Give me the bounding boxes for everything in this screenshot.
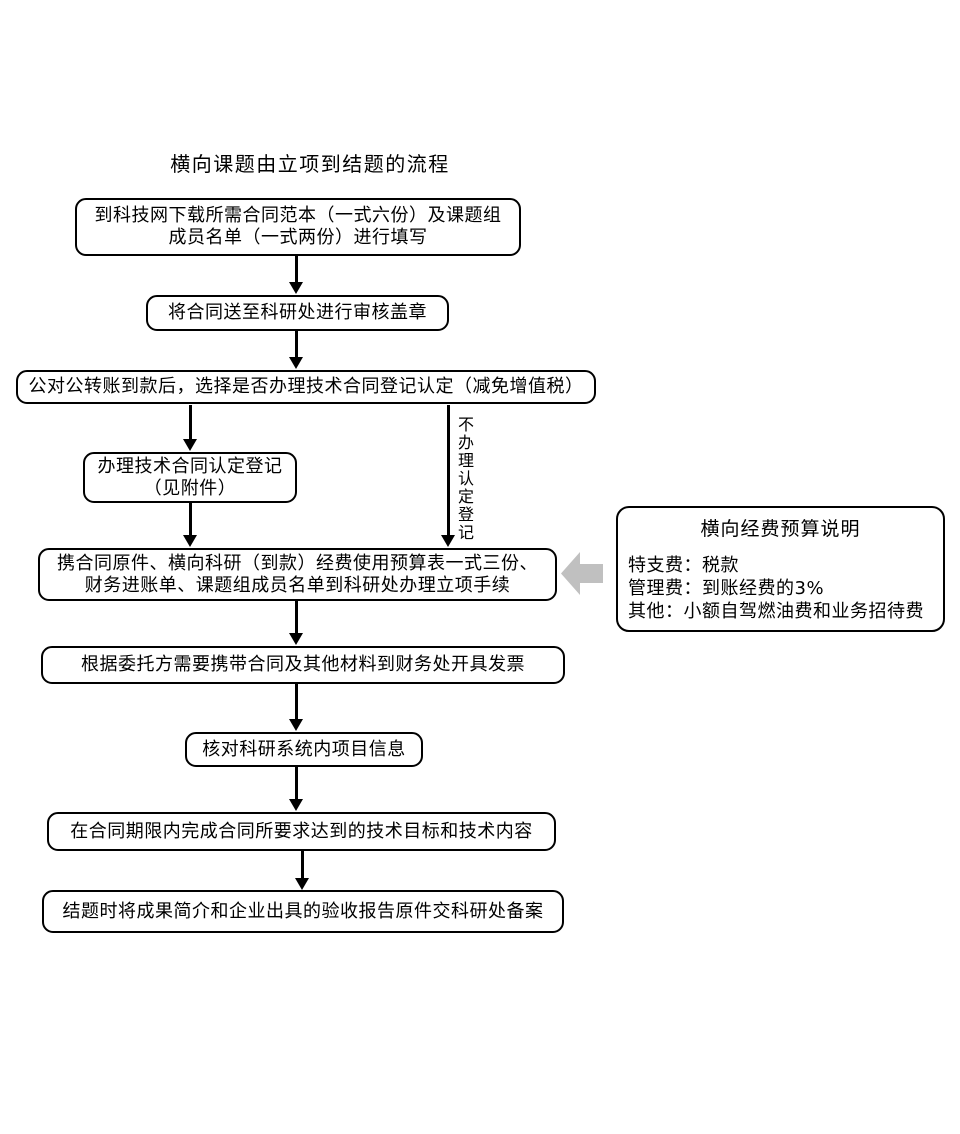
step-label: 将合同送至科研处进行审核盖章 — [168, 302, 427, 324]
arrow-head — [183, 535, 197, 547]
left-block-arrow-icon — [561, 550, 603, 597]
arrow-down-icon — [289, 684, 303, 731]
diagram-title: 横向课题由立项到结题的流程 — [170, 152, 450, 176]
budget-note-title: 横向经费预算说明 — [700, 518, 861, 540]
arrow-down-icon — [183, 405, 197, 451]
budget-note-box: 横向经费预算说明 特支费：税款 管理费：到账经费的3% 其他：小额自驾燃油费和业… — [616, 506, 945, 632]
step-label: 在合同期限内完成合同所要求达到的技术目标和技术内容 — [70, 820, 533, 842]
arrow-head — [441, 535, 455, 547]
arrow-shaft — [294, 331, 298, 358]
step-issue-invoice: 根据委托方需要携带合同及其他材料到财务处开具发票 — [41, 646, 565, 684]
step-label: 公对公转账到款后，选择是否办理技术合同登记认定（减免增值税） — [28, 376, 584, 398]
arrow-head — [289, 719, 303, 731]
arrow-shaft — [294, 684, 298, 720]
arrow-shaft — [294, 256, 298, 283]
arrow-down-icon — [183, 503, 197, 547]
step-send-for-stamp: 将合同送至科研处进行审核盖章 — [146, 295, 449, 331]
arrow-down-icon — [289, 256, 303, 294]
step-project-setup: 携合同原件、横向科研（到款）经费使用预算表一式三份、 财务进账单、课题组成员名单… — [38, 548, 557, 601]
arrow-down-icon — [289, 331, 303, 369]
arrow-shaft — [188, 405, 192, 440]
step-download-template: 到科技网下载所需合同范本（一式六份）及课题组 成员名单（一式两份）进行填写 — [75, 198, 521, 256]
step-verify-info: 核对科研系统内项目信息 — [185, 732, 423, 767]
arrow-shaft — [300, 851, 304, 879]
step-fulfill-contract: 在合同期限内完成合同所要求达到的技术目标和技术内容 — [47, 812, 556, 851]
budget-note-lines: 特支费：税款 管理费：到账经费的3% 其他：小额自驾燃油费和业务招待费 — [628, 554, 933, 623]
branch-skip-label: 不办理认定登记 — [455, 416, 474, 542]
budget-note-line: 其他：小额自驾燃油费和业务招待费 — [628, 601, 924, 622]
step-register-contract: 办理技术合同认定登记 （见附件） — [83, 452, 297, 503]
step-label: 办理技术合同认定登记 （见附件） — [97, 455, 283, 499]
step-label: 携合同原件、横向科研（到款）经费使用预算表一式三份、 财务进账单、课题组成员名单… — [57, 552, 538, 596]
arrow-shaft — [188, 503, 192, 536]
arrow-head — [295, 878, 309, 890]
step-payment-choice: 公对公转账到款后，选择是否办理技术合同登记认定（减免增值税） — [16, 370, 596, 404]
arrow-head — [289, 282, 303, 294]
arrow-shaft — [446, 405, 450, 536]
budget-note-line: 特支费：税款 — [628, 555, 739, 576]
step-label: 到科技网下载所需合同范本（一式六份）及课题组 成员名单（一式两份）进行填写 — [94, 205, 502, 248]
step-label: 根据委托方需要携带合同及其他材料到财务处开具发票 — [81, 654, 525, 676]
step-label: 结题时将成果简介和企业出具的验收报告原件交科研处备案 — [62, 900, 544, 922]
branch-skip-arrow-icon — [441, 405, 455, 547]
arrow-head — [289, 633, 303, 645]
arrow-head — [289, 357, 303, 369]
arrow-down-icon — [289, 601, 303, 645]
arrow-shaft — [294, 601, 298, 634]
budget-note-line: 管理费：到账经费的3% — [628, 578, 825, 599]
step-filing: 结题时将成果简介和企业出具的验收报告原件交科研处备案 — [42, 890, 564, 933]
arrow-down-icon — [295, 851, 309, 890]
arrow-head — [289, 799, 303, 811]
step-label: 核对科研系统内项目信息 — [202, 738, 406, 760]
arrow-down-icon — [289, 767, 303, 811]
arrow-head — [183, 439, 197, 451]
arrow-shaft — [294, 767, 298, 800]
